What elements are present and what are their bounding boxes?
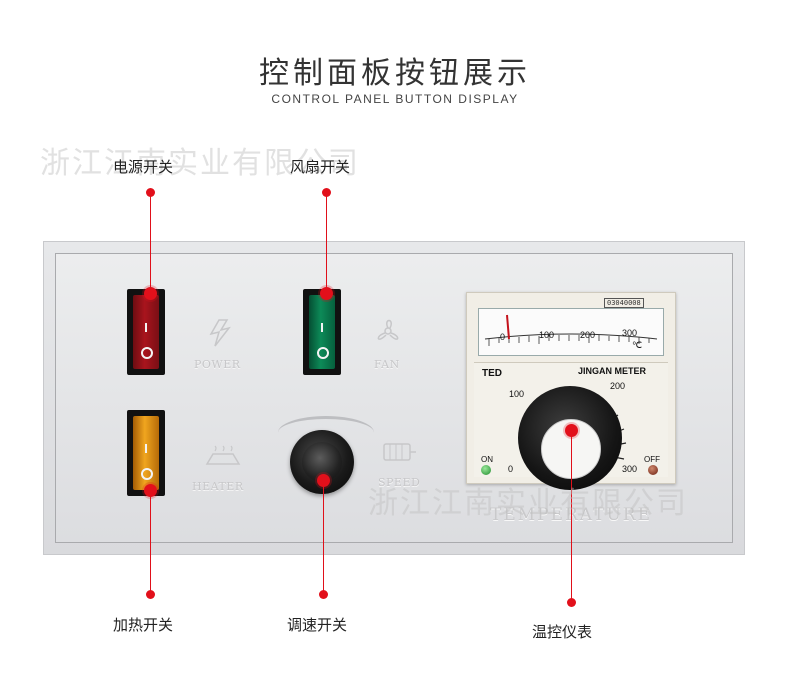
callout-line (150, 496, 151, 592)
callout-dot (322, 188, 331, 197)
callout-label-power: 电源开关 (113, 158, 174, 176)
meter-scale-window (478, 308, 664, 356)
heater-switch[interactable] (127, 410, 165, 496)
on-indicator-light (481, 465, 491, 475)
scale-tick-100: 100 (539, 330, 555, 340)
power-label: POWER (194, 358, 241, 371)
off-indicator-light (648, 465, 658, 475)
callout-target (144, 287, 157, 300)
callout-target (320, 287, 333, 300)
speed-label: SPEED (378, 476, 421, 489)
off-label: OFF (644, 455, 660, 464)
power-switch[interactable] (127, 289, 165, 375)
speed-scale-arc (278, 416, 374, 449)
fan-icon (371, 316, 405, 350)
heater-icon (203, 442, 243, 472)
callout-line (326, 196, 327, 292)
watermark: 浙江江南实业有限公司 (368, 486, 688, 521)
callout-line (150, 196, 151, 292)
scale-tick-200: 200 (580, 330, 596, 340)
callout-line (323, 486, 324, 592)
off-mark (317, 347, 329, 359)
motor-icon (378, 440, 418, 470)
dial-tick-300: 300 (622, 464, 638, 474)
heater-switch-rocker (133, 416, 159, 490)
meter-brand: TED (482, 368, 502, 379)
off-mark (141, 347, 153, 359)
watermark: 浙江江南实业有限公司 (40, 146, 360, 181)
dial-tick-0: 0 (508, 464, 514, 474)
on-label: ON (481, 455, 493, 464)
callout-dot (567, 598, 576, 607)
on-mark (321, 323, 323, 332)
callout-label-fan: 风扇开关 (290, 158, 351, 176)
callout-label-meter: 温控仪表 (532, 623, 593, 641)
dial-tick-200: 200 (610, 381, 626, 391)
callout-target (565, 424, 578, 437)
fan-switch-rocker (309, 295, 335, 369)
callout-line (571, 436, 572, 602)
callout-dot (146, 188, 155, 197)
meter-code: 03040008 (604, 298, 644, 308)
callout-label-speed: 调速开关 (287, 616, 348, 634)
heater-label: HEATER (192, 480, 244, 493)
on-mark (145, 323, 147, 332)
fan-switch[interactable] (303, 289, 341, 375)
callout-dot (146, 590, 155, 599)
scale-unit: ℃ (632, 340, 643, 350)
callout-target (317, 474, 330, 487)
scale-tick-0: 0 (500, 332, 506, 342)
scale-tick-300: 300 (622, 328, 638, 338)
temperature-label: TEMPERATURE (489, 505, 653, 525)
callout-dot (319, 590, 328, 599)
callout-target (144, 484, 157, 497)
power-switch-rocker (133, 295, 159, 369)
dial-tick-100: 100 (509, 389, 525, 399)
meter-model: JINGAN METER (578, 366, 647, 376)
lightning-icon (205, 318, 237, 352)
fan-label: FAN (374, 358, 400, 371)
off-mark (141, 468, 153, 480)
page-title: 控制面板按钮展示 (259, 56, 531, 91)
on-mark (145, 444, 147, 453)
page-subtitle: CONTROL PANEL BUTTON DISPLAY (271, 92, 519, 106)
callout-label-heater: 加热开关 (113, 616, 174, 634)
